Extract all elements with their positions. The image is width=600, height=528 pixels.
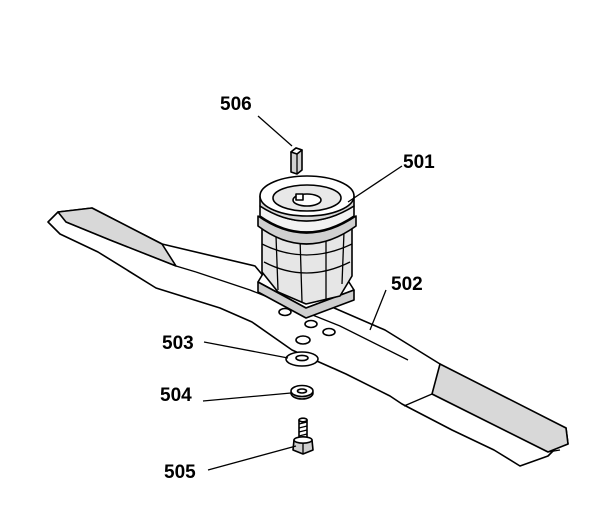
bolt-505 — [292, 417, 314, 455]
blade-502 — [47, 207, 569, 467]
hub-adapter-501 — [257, 175, 357, 319]
blade-hole — [304, 319, 318, 329]
leader-502 — [369, 289, 387, 331]
callout-505: 505 — [164, 462, 196, 483]
callout-506: 506 — [220, 94, 252, 115]
leader-501 — [347, 165, 403, 203]
key-506 — [290, 147, 303, 175]
lock-washer-504 — [290, 384, 314, 400]
blade-hole — [278, 307, 292, 317]
washer-503 — [285, 351, 319, 367]
leader-lines — [202, 115, 403, 471]
callout-503: 503 — [162, 333, 194, 354]
callout-501: 501 — [403, 152, 435, 173]
blade-hole — [295, 335, 311, 345]
leader-505 — [207, 445, 297, 471]
leader-506 — [257, 115, 293, 147]
callout-502: 502 — [391, 274, 423, 295]
blade-hole — [322, 327, 336, 337]
callout-504: 504 — [160, 385, 192, 406]
leader-504 — [202, 392, 292, 402]
leader-503 — [203, 341, 289, 359]
